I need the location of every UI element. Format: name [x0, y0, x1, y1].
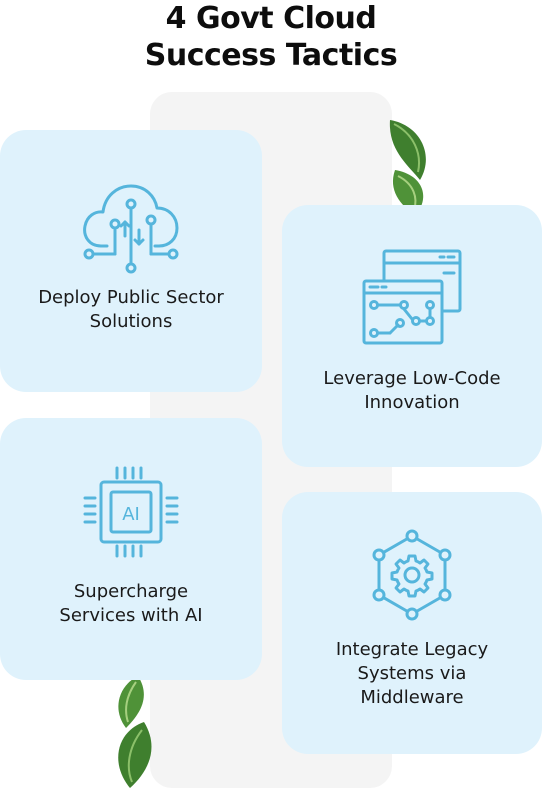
- page-title-line-2: Success Tactics: [144, 38, 398, 73]
- page-title-line-1: 4 Govt Cloud: [165, 1, 377, 36]
- cloud-circuit-icon: [83, 184, 179, 274]
- tactic-label: Deploy Public Sector Solutions: [38, 287, 224, 332]
- tactic-card-deploy: Deploy Public Sector Solutions: [0, 130, 262, 392]
- page-title: 4 Govt Cloud Success Tactics: [0, 0, 542, 74]
- gear-network-icon: [372, 529, 452, 621]
- tactic-label: Leverage Low-Code Innovation: [323, 368, 501, 413]
- ai-chip-icon: AI: [83, 466, 179, 558]
- tactic-card-middleware: Integrate Legacy Systems via Middleware: [282, 492, 542, 754]
- app-windows-icon: [362, 249, 462, 345]
- tactic-label: Integrate Legacy Systems via Middleware: [335, 639, 489, 708]
- tactic-label: Supercharge Services with AI: [59, 581, 203, 626]
- tactic-card-low-code: Leverage Low-Code Innovation: [282, 205, 542, 467]
- tactic-card-ai: AI Supercharge Services with AI: [0, 418, 262, 680]
- svg-text:AI: AI: [122, 504, 140, 525]
